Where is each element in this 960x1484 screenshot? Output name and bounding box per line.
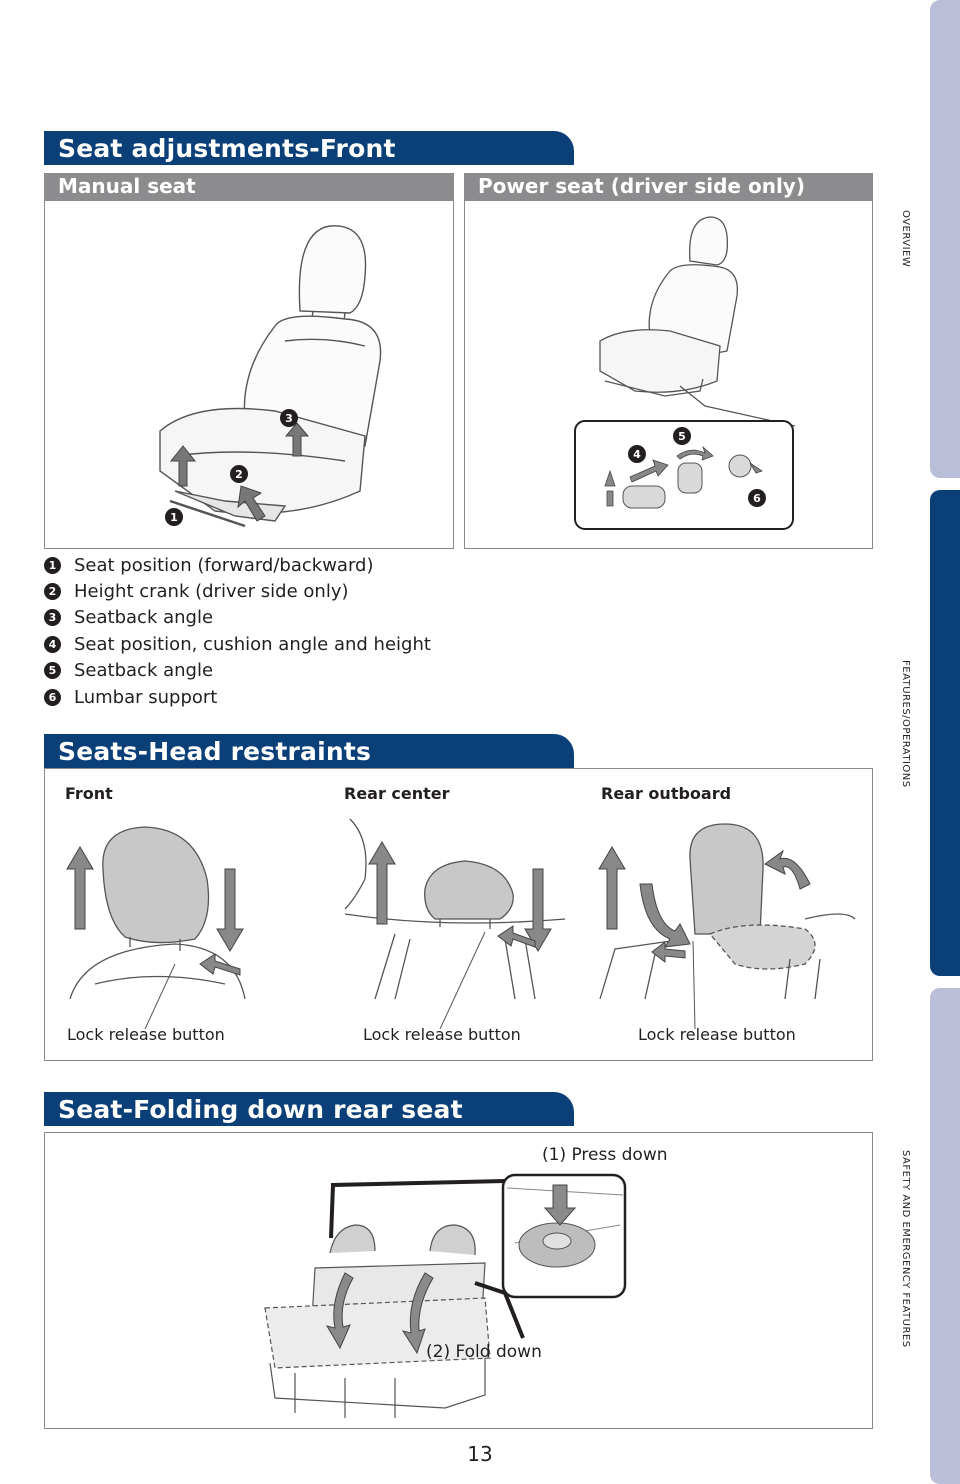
legend-item: 5 Seatback angle (44, 658, 213, 684)
legend-text: Lumbar support (74, 687, 218, 708)
lock-release-label-front: Lock release button (67, 1025, 225, 1044)
manual-seat-illustration: 1 2 3 (159, 225, 382, 528)
svg-text:4: 4 (633, 448, 641, 461)
lock-release-label-rear-center: Lock release button (363, 1025, 521, 1044)
legend-text: Height crank (driver side only) (74, 581, 349, 602)
svg-text:2: 2 (235, 468, 243, 481)
manual-seat-panel: 1 2 3 (44, 200, 454, 549)
lock-release-label-rear-outboard: Lock release button (638, 1025, 796, 1044)
page-number: 13 (467, 1442, 493, 1466)
head-restraints-panel (44, 768, 873, 1061)
number-badge: 5 (44, 661, 61, 679)
legend-item: 1 Seat position (forward/backward) (44, 553, 374, 579)
label-press-down: (1) Press down (542, 1145, 668, 1165)
section-title-head-restraints: Seats-Head restraints (44, 734, 574, 768)
legend-text: Seatback angle (74, 660, 214, 681)
legend-text: Seatback angle (74, 607, 214, 628)
number-badge: 1 (44, 556, 61, 574)
label-rear-outboard: Rear outboard (601, 784, 732, 803)
section-title-seat-adjustments: Seat adjustments-Front (44, 131, 574, 165)
svg-text:3: 3 (285, 412, 293, 425)
number-badge: 4 (44, 635, 61, 653)
power-seat-panel: 4 5 6 (464, 200, 873, 549)
subhead-power-seat: Power seat (driver side only) (464, 173, 873, 200)
folding-seat-illustration (264, 1173, 627, 1418)
tab-safety-emergency[interactable] (930, 988, 960, 1484)
legend-item: 2 Height crank (driver side only) (44, 579, 349, 605)
legend-text: Seat position (forward/backward) (74, 555, 374, 576)
svg-text:1: 1 (170, 511, 178, 524)
subhead-manual-seat: Manual seat (44, 173, 454, 200)
label-fold-down: (2) Fold down (426, 1342, 542, 1362)
svg-text:6: 6 (753, 492, 761, 505)
legend-item: 4 Seat position, cushion angle and height (44, 632, 431, 658)
head-restraints-illustration (66, 818, 856, 1030)
legend-text: Seat position, cushion angle and height (74, 634, 431, 655)
tab-overview[interactable] (930, 0, 960, 478)
tab-features-operations[interactable] (930, 490, 960, 976)
side-label-features: FEATURES/OPERATIONS (900, 660, 911, 788)
label-rear-center: Rear center (344, 784, 450, 803)
power-seat-illustration: 4 5 6 (574, 216, 796, 530)
legend-item: 6 Lumbar support (44, 685, 217, 711)
number-badge: 6 (44, 688, 61, 706)
svg-text:5: 5 (678, 430, 686, 443)
side-label-safety: SAFETY AND EMERGENCY FEATURES (900, 1150, 911, 1348)
section-title-folding-rear-seat: Seat-Folding down rear seat (44, 1092, 574, 1126)
folding-panel (44, 1132, 873, 1429)
number-badge: 3 (44, 608, 61, 626)
side-label-overview: OVERVIEW (900, 210, 911, 268)
number-badge: 2 (44, 582, 61, 600)
legend-item: 3 Seatback angle (44, 605, 213, 631)
label-front: Front (65, 784, 113, 803)
